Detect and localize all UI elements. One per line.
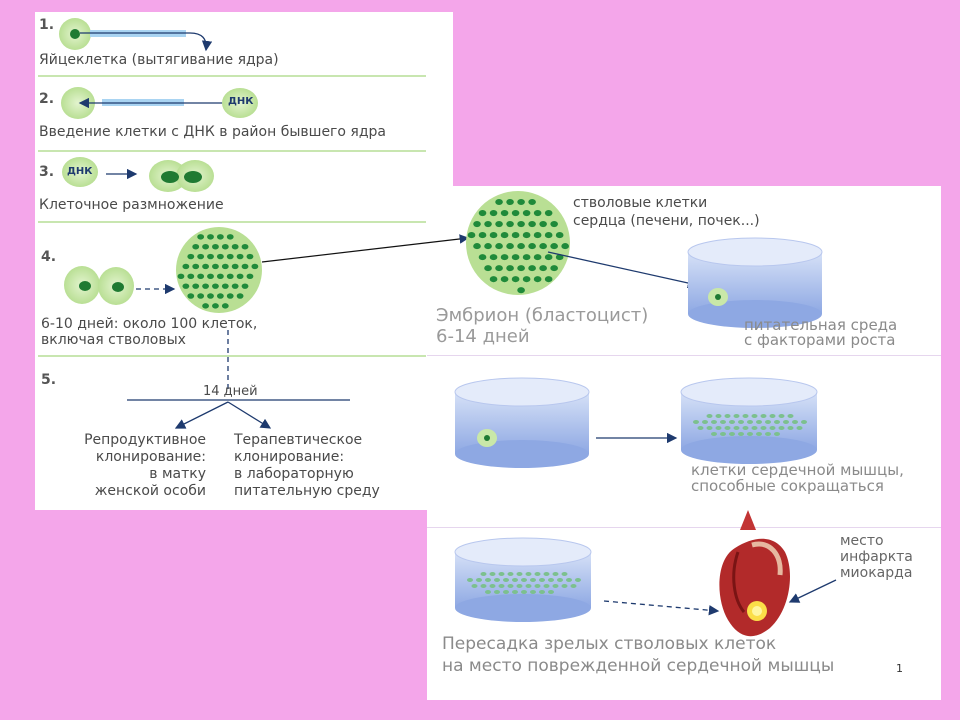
embryo-blastocyst — [466, 191, 570, 295]
dna-cell-step3 — [62, 157, 98, 187]
step-2-label: Введение клетки с ДНК в район бывшего яд… — [39, 124, 386, 140]
dish-medium — [687, 237, 823, 328]
arrow-embryo-to-dish — [547, 251, 699, 289]
reproductive-line3: в матку — [149, 466, 206, 482]
branch-left-step5 — [174, 401, 229, 429]
therapeutic-line3: в лабораторную — [234, 466, 354, 482]
reproductive-cloning-text: Репродуктивное клонирование: в матку жен… — [60, 432, 206, 500]
step-3-dna-label: ДНК — [67, 166, 93, 177]
blastocyst-step4 — [176, 227, 262, 313]
step-4-label-line1: 6-10 дней: около 100 клеток, — [41, 316, 258, 332]
step-1-label: Яйцеклетка (вытягивание ядра) — [39, 52, 279, 68]
dividing-cell-step3 — [149, 160, 214, 192]
dish-stem-cell — [454, 377, 590, 468]
embryo-line1: Эмбрион (бластоцист) — [436, 305, 649, 326]
page-mark: 1 — [896, 662, 903, 675]
stem-cells-line2: сердца (печени, почек...) — [573, 213, 760, 229]
egg-cell-step1 — [59, 18, 91, 50]
embryo-line2: 6-14 дней — [436, 326, 530, 347]
branch-right-step5 — [227, 401, 272, 429]
step-4-number: 4. — [41, 249, 57, 265]
therapeutic-line2: клонирование: — [234, 449, 345, 465]
infarct-line3: миокарда — [840, 565, 913, 581]
therapeutic-line4: питательную среду — [234, 483, 380, 499]
dish-mature-cells — [454, 537, 592, 622]
infarct-line2: инфаркта — [840, 549, 913, 565]
heart-image — [719, 510, 790, 637]
separator-4 — [38, 355, 426, 357]
separator-2 — [38, 150, 426, 152]
arrow-infarct — [788, 579, 837, 603]
step-3-number: 3. — [39, 164, 55, 180]
right-separator-2 — [427, 527, 941, 528]
step-2-dna-label: ДНК — [228, 96, 254, 107]
step-4-label-line2: включая стволовых — [41, 332, 186, 348]
infarct-line1: место — [840, 533, 884, 549]
reproductive-line1: Репродуктивное — [84, 432, 206, 448]
step-3-label: Клеточное размножение — [39, 197, 224, 213]
step-1-number: 1. — [39, 17, 55, 33]
transplant-line2: на место поврежденной сердечной мышцы — [442, 656, 835, 676]
therapeutic-cloning-text: Терапевтическое клонирование: в лаборато… — [234, 432, 380, 500]
medium-line2: с факторами роста — [744, 331, 896, 349]
step-2-number: 2. — [39, 91, 55, 107]
dish-heart-cells — [680, 377, 818, 464]
therapeutic-line1: Терапевтическое — [234, 432, 363, 448]
separator-3 — [38, 221, 426, 223]
medium-line1: питательная среда — [744, 316, 898, 334]
days-label: 14 дней — [203, 384, 258, 399]
right-separator-1 — [427, 355, 941, 356]
egg-cell-step2 — [61, 87, 95, 119]
stem-cells-line1: стволовые клетки — [573, 195, 708, 211]
reproductive-line2: клонирование: — [95, 449, 206, 465]
muscle-cells-line2: способные сокращаться — [691, 477, 884, 495]
reproductive-line4: женской особи — [94, 483, 206, 499]
separator-1 — [38, 75, 426, 77]
pipette-arrow-step1 — [80, 32, 213, 52]
dna-cell-step2 — [222, 88, 258, 118]
two-cells-step4 — [64, 266, 134, 305]
dashed-arrow-to-heart — [603, 600, 720, 616]
transplant-line1: Пересадка зрелых стволовых клеток — [442, 634, 777, 654]
arrow-to-embryo — [261, 234, 470, 263]
muscle-cells-line1: клетки сердечной мышцы, — [691, 461, 904, 479]
step-5-number: 5. — [41, 372, 57, 388]
